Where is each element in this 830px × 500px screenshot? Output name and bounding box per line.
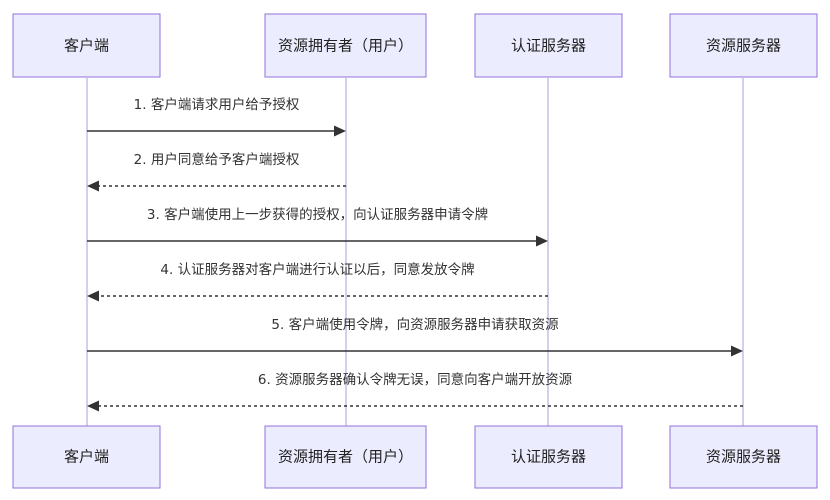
actor-bottom-auth: 认证服务器 <box>474 425 623 489</box>
message-label-3: 3. 客户端使用上一步获得的授权，向认证服务器申请令牌 <box>147 206 488 223</box>
actor-label: 资源拥有者（用户） <box>278 448 413 466</box>
arrowhead-left-icon <box>87 290 99 302</box>
arrowhead-right-icon <box>536 235 548 247</box>
actor-top-client: 客户端 <box>12 13 161 78</box>
actor-top-resource: 资源服务器 <box>669 13 818 78</box>
arrowhead-right-icon <box>334 125 346 137</box>
arrowhead-right-icon <box>731 345 743 357</box>
actor-top-owner: 资源拥有者（用户） <box>264 13 427 78</box>
message-label-2: 2. 用户同意给予客户端授权 <box>134 151 300 168</box>
actor-label: 认证服务器 <box>511 448 586 466</box>
actor-label: 资源拥有者（用户） <box>278 37 413 55</box>
actor-label: 客户端 <box>64 37 109 55</box>
actor-top-auth: 认证服务器 <box>474 13 623 78</box>
message-label-5: 5. 客户端使用令牌，向资源服务器申请获取资源 <box>271 316 559 333</box>
arrowhead-left-icon <box>87 180 99 192</box>
message-label-6: 6. 资源服务器确认令牌无误，同意向客户端开放资源 <box>258 371 573 388</box>
arrowhead-left-icon <box>87 400 99 412</box>
actor-label: 资源服务器 <box>706 448 781 466</box>
message-label-4: 4. 认证服务器对客户端进行认证以后，同意发放令牌 <box>160 261 474 278</box>
actor-bottom-resource: 资源服务器 <box>669 425 818 489</box>
actor-bottom-owner: 资源拥有者（用户） <box>264 425 427 489</box>
actor-label: 资源服务器 <box>706 37 781 55</box>
actor-label: 客户端 <box>64 448 109 466</box>
actor-bottom-client: 客户端 <box>12 425 161 489</box>
message-label-1: 1. 客户端请求用户给予授权 <box>134 96 300 113</box>
actor-label: 认证服务器 <box>511 37 586 55</box>
